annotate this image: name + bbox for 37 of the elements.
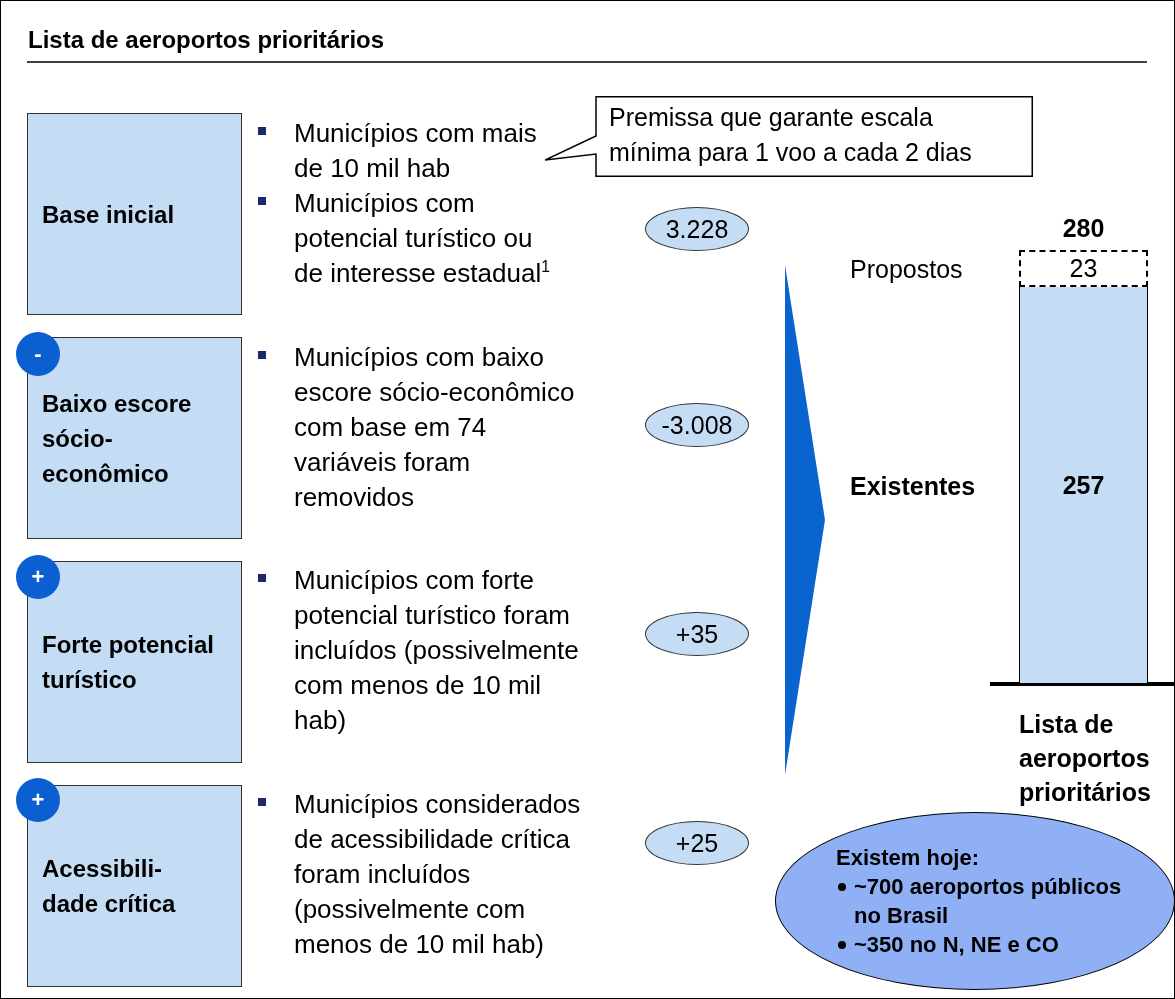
diagram-title: Lista de aeroportos prioritários [28, 26, 385, 54]
step-label: Forte potencial turístico [42, 630, 216, 695]
info-heading: Existem hoje: [836, 845, 980, 870]
bullet-text: Municípios com potencial turístico ou de interesse estadual$^{1}$ [294, 187, 551, 290]
callout-text: Premissa que garante escala mínima para 1 voo a cada 2 dias [609, 102, 973, 168]
bar-total: 280 [1061, 213, 1106, 244]
step-label: Acessibili-dade crítica [42, 854, 177, 919]
bar-segment [1019, 250, 1148, 287]
step-box [27, 561, 242, 763]
bullet-text: Municípios com forte potencial turístico foram incluídos (possivelmente com menos de 10 mil hab) [294, 564, 580, 737]
bullet-text: Municípios considerados de acessibilidade crítica foram incluídos (possivelmente com menos de 10 mil hab) [294, 788, 582, 961]
bullet-text: Municípios com mais de 10 mil hab [294, 117, 538, 185]
step-box [27, 785, 242, 987]
bar-category-label: Existentes [850, 471, 976, 502]
step-box [27, 337, 242, 539]
sign-symbol: - [34, 341, 42, 367]
sign-badge [16, 332, 60, 376]
callout-box [545, 96, 1033, 177]
count-value: +35 [675, 619, 719, 649]
bullet-text: ~700 aeroportos públicos no Brasil [854, 874, 1122, 928]
bar-category-label: Propostos [850, 254, 963, 285]
step-label: Baixo escore sócio-econômico [42, 388, 193, 489]
chart-title: Lista de aeroportos prioritários [1019, 709, 1152, 808]
sign-symbol: + [31, 787, 45, 813]
count-value: -3.008 [661, 410, 733, 440]
bar-value: 23 [1069, 254, 1098, 283]
sign-badge [16, 778, 60, 822]
count-value: +25 [675, 828, 719, 858]
bar-segment [1019, 287, 1148, 684]
step-label: Base inicial [42, 199, 175, 230]
bar-value: 257 [1062, 470, 1105, 500]
bullet-text: ~350 no N, NE e CO [854, 932, 1059, 957]
step-box [27, 113, 242, 315]
sign-badge [16, 555, 60, 599]
sign-symbol: + [31, 564, 45, 590]
count-value: 3.228 [665, 214, 729, 244]
bullet-text: Municípios com baixo escore sócio-econômico com base em 74 variáveis foram removidos [294, 341, 576, 514]
